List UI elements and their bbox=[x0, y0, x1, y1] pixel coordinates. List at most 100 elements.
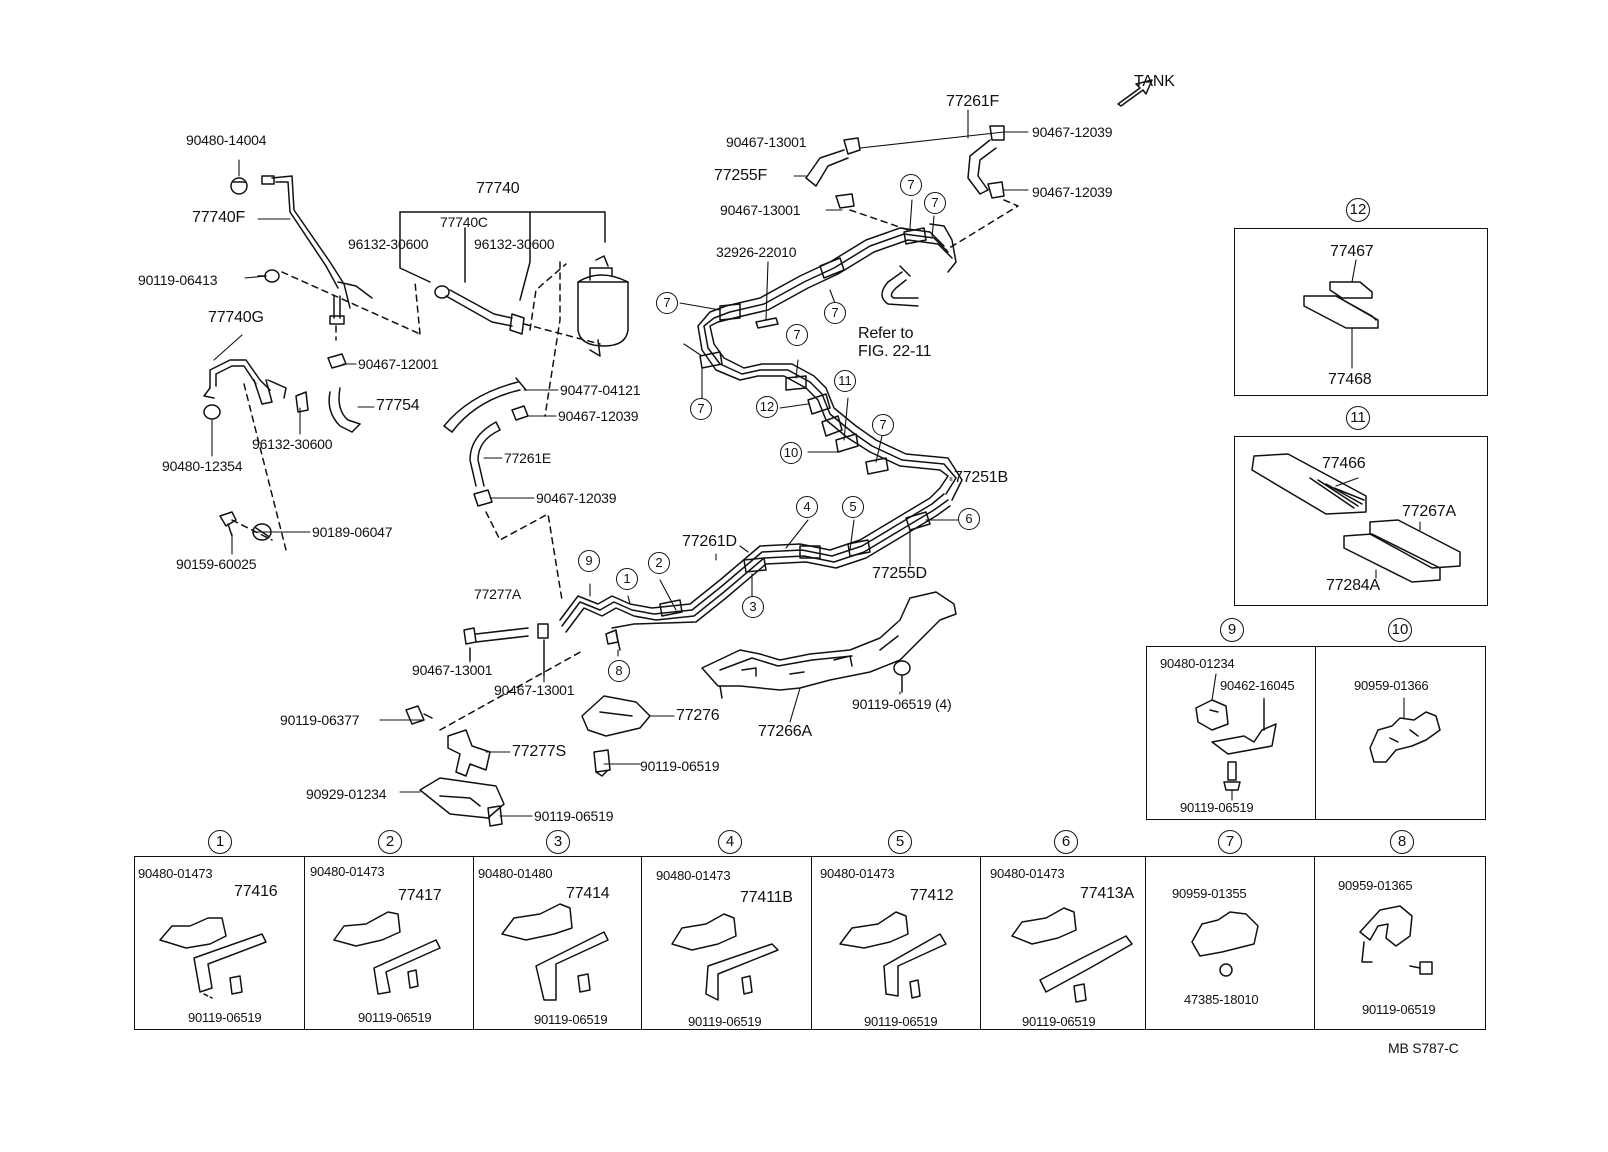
callout-7: 7 bbox=[924, 192, 946, 214]
bolt-icon bbox=[405, 705, 433, 725]
part-label: 96132-30600 bbox=[252, 436, 333, 452]
bolt-icon bbox=[593, 749, 611, 777]
refer-text: FIG. 22-11 bbox=[858, 343, 932, 360]
box-9-10 bbox=[1146, 646, 1486, 820]
callout-7: 7 bbox=[824, 302, 846, 324]
part-label: 77468 bbox=[1328, 371, 1372, 388]
part-label: 90119-06519 bbox=[358, 1010, 432, 1025]
footer-code: MB S787-C bbox=[1388, 1040, 1459, 1056]
callout-2: 2 bbox=[648, 552, 670, 574]
clip-icon bbox=[295, 391, 309, 413]
fuel-lines-upper bbox=[697, 223, 963, 501]
hose-90477-icon bbox=[443, 377, 527, 433]
sleeve-77267a-icon bbox=[1343, 519, 1461, 583]
clip-bracket-6-icon bbox=[1011, 907, 1133, 1003]
part-label: 90119-06519 bbox=[534, 1012, 608, 1027]
divider bbox=[811, 856, 812, 1030]
part-label: 77740C bbox=[440, 214, 488, 230]
callout-2: 2 bbox=[378, 830, 402, 854]
part-label: 47385-18010 bbox=[1184, 992, 1259, 1007]
hose-77261f-icon bbox=[967, 125, 1005, 199]
callout-3: 3 bbox=[546, 830, 570, 854]
part-label: 90480-12354 bbox=[162, 458, 243, 474]
clamp-icon bbox=[327, 353, 347, 369]
part-label: 77251B bbox=[954, 469, 1008, 486]
part-label: 90119-06519 (4) bbox=[852, 696, 952, 712]
part-label: 77411B bbox=[740, 889, 793, 906]
part-label: 77276 bbox=[676, 707, 720, 724]
divider bbox=[304, 856, 305, 1030]
hose-77261e-icon bbox=[469, 421, 501, 487]
clamp-icon bbox=[511, 405, 529, 421]
clip-bracket-4-icon bbox=[671, 913, 779, 1001]
callout-3: 3 bbox=[742, 596, 764, 618]
part-label: 90929-01234 bbox=[306, 786, 387, 802]
bracket-77276-icon bbox=[581, 695, 651, 737]
callout-6: 6 bbox=[958, 508, 980, 530]
part-label: 77266A bbox=[758, 723, 812, 740]
hose-77754-icon bbox=[328, 387, 361, 433]
part-label: 32926-22010 bbox=[716, 244, 797, 260]
callout-7: 7 bbox=[656, 292, 678, 314]
divider bbox=[980, 856, 981, 1030]
hose-refer-icon bbox=[881, 265, 919, 307]
callout-10: 10 bbox=[780, 442, 802, 464]
callout-7: 7 bbox=[690, 398, 712, 420]
clip-bracket-5-icon bbox=[839, 911, 947, 999]
callout-8: 8 bbox=[1390, 830, 1414, 854]
bolt-icon bbox=[893, 660, 911, 693]
callout-4: 4 bbox=[796, 496, 818, 518]
clip-8-icon bbox=[605, 629, 619, 645]
part-label: 77417 bbox=[398, 887, 442, 904]
part-label: 90119-06519 bbox=[1362, 1002, 1436, 1017]
pipe-77740g bbox=[203, 359, 287, 420]
callout-6: 6 bbox=[1054, 830, 1078, 854]
clip-7-icon bbox=[1191, 911, 1259, 977]
callout-9: 9 bbox=[578, 550, 600, 572]
part-label: 90480-01473 bbox=[310, 864, 385, 879]
pipe-77740f bbox=[261, 175, 373, 325]
part-label: 77740G bbox=[208, 309, 264, 326]
part-label: 90480-01473 bbox=[656, 868, 731, 883]
leader-lines bbox=[211, 109, 1421, 817]
part-label: 77277S bbox=[512, 743, 566, 760]
part-label: 90467-13001 bbox=[494, 682, 575, 698]
box-12 bbox=[1234, 228, 1488, 396]
part-label: 77284A bbox=[1326, 577, 1380, 594]
part-label: 90119-06413 bbox=[138, 272, 218, 288]
part-label: 90462-16045 bbox=[1220, 678, 1295, 693]
part-label: 77414 bbox=[566, 885, 610, 902]
part-label: 77466 bbox=[1322, 455, 1366, 472]
clip-bracket-3-icon bbox=[501, 903, 609, 1001]
part-label: 77261E bbox=[504, 450, 552, 466]
part-label: 90467-12039 bbox=[1032, 184, 1113, 200]
part-label: 90119-06519 bbox=[188, 1010, 262, 1025]
part-label: 77740 bbox=[476, 180, 520, 197]
divider bbox=[641, 856, 642, 1030]
part-label: 90959-01365 bbox=[1338, 878, 1413, 893]
box-11 bbox=[1234, 436, 1488, 606]
part-label: 90480-01473 bbox=[138, 866, 213, 881]
part-label: 96132-30600 bbox=[348, 236, 429, 252]
part-label: 90119-06377 bbox=[280, 712, 360, 728]
part-label: 90119-06519 bbox=[1180, 800, 1254, 815]
canister-icon bbox=[577, 255, 629, 357]
clamp-icon bbox=[473, 489, 493, 507]
callout-8: 8 bbox=[608, 660, 630, 682]
part-label: 77754 bbox=[376, 397, 420, 414]
part-label: 77467 bbox=[1330, 243, 1374, 260]
bracket-77266a-icon bbox=[701, 591, 957, 699]
part-label: 90480-01473 bbox=[990, 866, 1065, 881]
part-label: 77261D bbox=[682, 533, 737, 550]
callout-10: 10 bbox=[1388, 618, 1412, 642]
part-label: 90480-14004 bbox=[186, 132, 267, 148]
part-label: 90119-06519 bbox=[864, 1014, 938, 1029]
hose-icon bbox=[434, 285, 525, 335]
part-label: 90159-60025 bbox=[176, 556, 257, 572]
box-bottom-row bbox=[134, 856, 1486, 1030]
clip-10-icon bbox=[1369, 711, 1441, 763]
part-label: 90119-06519 bbox=[1022, 1014, 1096, 1029]
part-label: 90467-12039 bbox=[558, 408, 639, 424]
hose-77277a-icon bbox=[463, 623, 549, 645]
